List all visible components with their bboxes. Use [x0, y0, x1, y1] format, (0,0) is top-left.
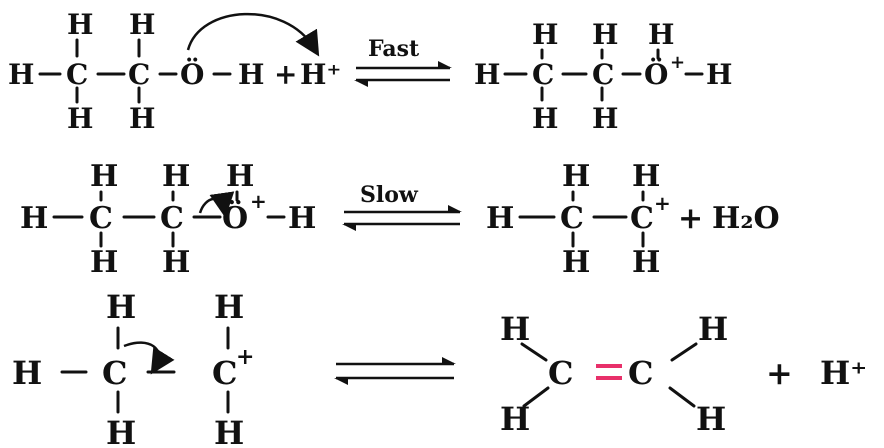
- curved-arrow-icon: [198, 191, 235, 218]
- atom-c: C: [128, 58, 150, 91]
- atom-h: H: [632, 159, 660, 194]
- positive-charge: +: [654, 191, 671, 215]
- atom-h: H: [90, 159, 118, 194]
- atom-h: H: [238, 58, 264, 91]
- plus-sign: +: [766, 354, 793, 392]
- atom-h: H: [214, 288, 244, 326]
- atom-h: H: [486, 201, 514, 236]
- curved-arrow-icon: [186, 12, 320, 57]
- atom-c: C: [532, 58, 554, 91]
- positive-charge: +: [250, 189, 267, 213]
- atom-h: H: [592, 18, 618, 51]
- carbocation-c: C: [212, 354, 237, 392]
- atom-h: H: [706, 58, 732, 91]
- atom-h: H: [500, 310, 530, 348]
- atom-h: H: [698, 310, 728, 348]
- bond: [670, 342, 698, 362]
- atom-o-lone-pair: Ö: [222, 199, 248, 236]
- atom-h: H: [562, 245, 590, 280]
- step-1-equilibrium: Fast: [354, 36, 452, 87]
- atom-c: C: [592, 58, 614, 91]
- atom-h: H: [67, 8, 93, 41]
- water: H₂O: [712, 201, 780, 236]
- atom-h: H: [632, 245, 660, 280]
- positive-charge: +: [236, 344, 254, 370]
- step-3-products: H H C C H H + H⁺: [500, 310, 867, 438]
- step-2-reactants: H H H H C C Ö + H H H: [20, 159, 316, 280]
- equilibrium-arrow-icon: [334, 357, 456, 385]
- atom-h: H: [532, 102, 558, 135]
- atom-h: H: [90, 245, 118, 280]
- atom-c: C: [66, 58, 88, 91]
- positive-charge: +: [670, 52, 685, 73]
- curved-arrow-icon: [123, 341, 175, 375]
- carbocation-c: C: [630, 201, 654, 236]
- step-2-equilibrium: Slow: [342, 182, 462, 231]
- atom-h: H: [532, 18, 558, 51]
- atom-h: H: [474, 58, 500, 91]
- step-2-products: H H H C C + + H₂O H H: [486, 159, 780, 280]
- ethene-c-left: C: [548, 354, 573, 392]
- atom-o-lone-pair: Ö: [644, 57, 668, 91]
- atom-h: H: [129, 102, 155, 135]
- double-bond: [596, 364, 622, 380]
- bond: [668, 386, 696, 408]
- atom-h: H: [696, 400, 726, 438]
- atom-h: H: [288, 201, 316, 236]
- atom-h: H: [214, 414, 244, 448]
- plus-sign: +: [678, 201, 703, 236]
- atom-o-lone-pairs: Ö: [180, 57, 204, 91]
- atom-h: H: [106, 414, 136, 448]
- proton: H⁺: [300, 58, 341, 91]
- atom-c: C: [89, 201, 113, 236]
- atom-h: H: [162, 245, 190, 280]
- atom-h: H: [592, 102, 618, 135]
- bond: [522, 386, 550, 408]
- condition-slow: Slow: [360, 182, 419, 208]
- atom-h: H: [12, 354, 42, 392]
- step-3-equilibrium: [334, 357, 456, 385]
- atom-h: H: [162, 159, 190, 194]
- plus-sign: +: [274, 58, 297, 91]
- atom-c: C: [102, 354, 127, 392]
- atom-h: H: [67, 102, 93, 135]
- atom-h: H: [562, 159, 590, 194]
- equilibrium-arrow-icon: [354, 61, 452, 87]
- proton: H⁺: [820, 354, 867, 392]
- step-1-products: H H H H C C Ö + H H H: [474, 18, 732, 135]
- bond: [520, 342, 548, 362]
- atom-h: H: [106, 288, 136, 326]
- step-3-reactants: H H H C C + H H: [12, 288, 254, 448]
- atom-h: H: [129, 8, 155, 41]
- atom-h: H: [226, 159, 254, 194]
- condition-fast: Fast: [368, 36, 420, 62]
- equilibrium-arrow-icon: [342, 205, 462, 231]
- atom-h: H: [20, 201, 48, 236]
- atom-c: C: [560, 201, 584, 236]
- atom-h: H: [500, 400, 530, 438]
- step-1-reactants: H H H C C Ö H + H⁺ H H: [8, 8, 341, 135]
- atom-h: H: [648, 18, 674, 51]
- ethene-c-right: C: [628, 354, 653, 392]
- atom-h: H: [8, 58, 34, 91]
- atom-c: C: [160, 201, 184, 236]
